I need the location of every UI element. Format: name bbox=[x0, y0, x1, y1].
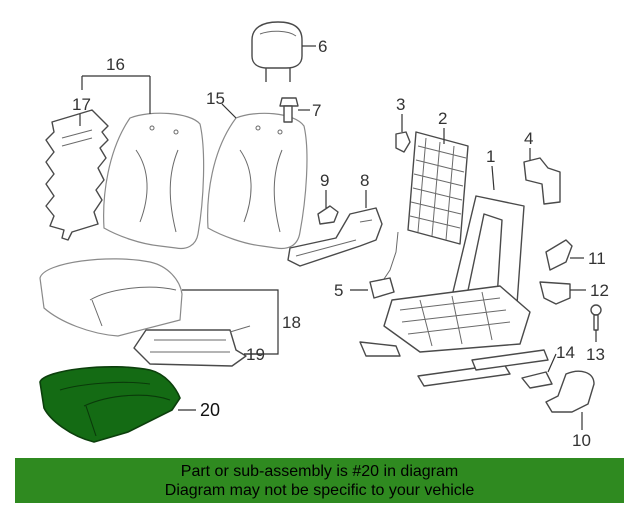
part-4-bracket bbox=[523, 157, 561, 205]
part-7-headrest-support bbox=[279, 97, 299, 123]
callout-numbers: 1 2 3 4 5 6 7 8 9 10 11 12 13 14 15 16 1… bbox=[72, 37, 609, 450]
leader-15 bbox=[221, 103, 237, 119]
part-12-cover bbox=[539, 281, 571, 305]
leader-1 bbox=[491, 165, 495, 191]
callout-7: 7 bbox=[312, 101, 321, 120]
banner-line-2: Diagram may not be specific to your vehi… bbox=[164, 482, 475, 499]
part-9-clip bbox=[317, 205, 339, 225]
part-18-cushion-pad bbox=[39, 258, 183, 337]
part-10-shield bbox=[545, 370, 595, 413]
callout-20: 20 bbox=[200, 400, 220, 420]
callout-3: 3 bbox=[396, 95, 405, 114]
callout-6: 6 bbox=[318, 37, 327, 56]
part-14-bracket bbox=[521, 371, 553, 389]
part-19-heater-mat bbox=[133, 325, 251, 367]
part-5-switch bbox=[369, 231, 399, 299]
callout-19: 19 bbox=[246, 345, 265, 364]
callout-10: 10 bbox=[572, 431, 591, 450]
part-20-cushion-cover bbox=[39, 365, 181, 443]
callout-18: 18 bbox=[282, 313, 301, 332]
part-8-side-shield bbox=[287, 207, 383, 267]
callout-14: 14 bbox=[556, 343, 575, 362]
part-17-seatback-board bbox=[45, 109, 109, 241]
callout-8: 8 bbox=[360, 171, 369, 190]
part-6-headrest bbox=[251, 21, 303, 82]
callout-17: 17 bbox=[72, 95, 91, 114]
seat-parts-diagram: 1 2 3 4 5 6 7 8 9 10 11 12 13 14 15 16 1… bbox=[39, 21, 609, 450]
part-3-clip bbox=[395, 131, 411, 153]
banner-line-1: Part or sub-assembly is #20 in diagram bbox=[180, 463, 459, 480]
part-2-spring-mat bbox=[407, 131, 469, 245]
part-15-seatback-pad bbox=[207, 112, 308, 250]
leader-16 bbox=[81, 75, 151, 114]
leader-lines bbox=[79, 45, 597, 430]
callout-16: 16 bbox=[106, 55, 125, 74]
callout-12: 12 bbox=[590, 281, 609, 300]
callout-2: 2 bbox=[438, 109, 447, 128]
callout-9: 9 bbox=[320, 171, 329, 190]
info-banner: Part or sub-assembly is #20 in diagram D… bbox=[15, 458, 624, 503]
part-13-screw bbox=[590, 304, 602, 331]
callout-1: 1 bbox=[486, 147, 495, 166]
callout-5: 5 bbox=[334, 281, 343, 300]
callout-11: 11 bbox=[588, 249, 606, 268]
callout-4: 4 bbox=[524, 129, 533, 148]
leader-14 bbox=[547, 353, 557, 373]
part-11-bracket bbox=[545, 239, 573, 271]
callout-15: 15 bbox=[206, 89, 225, 108]
callout-13: 13 bbox=[586, 345, 605, 364]
part-16-seatback-cover bbox=[103, 112, 205, 250]
part-1-seat-frame bbox=[359, 195, 549, 387]
